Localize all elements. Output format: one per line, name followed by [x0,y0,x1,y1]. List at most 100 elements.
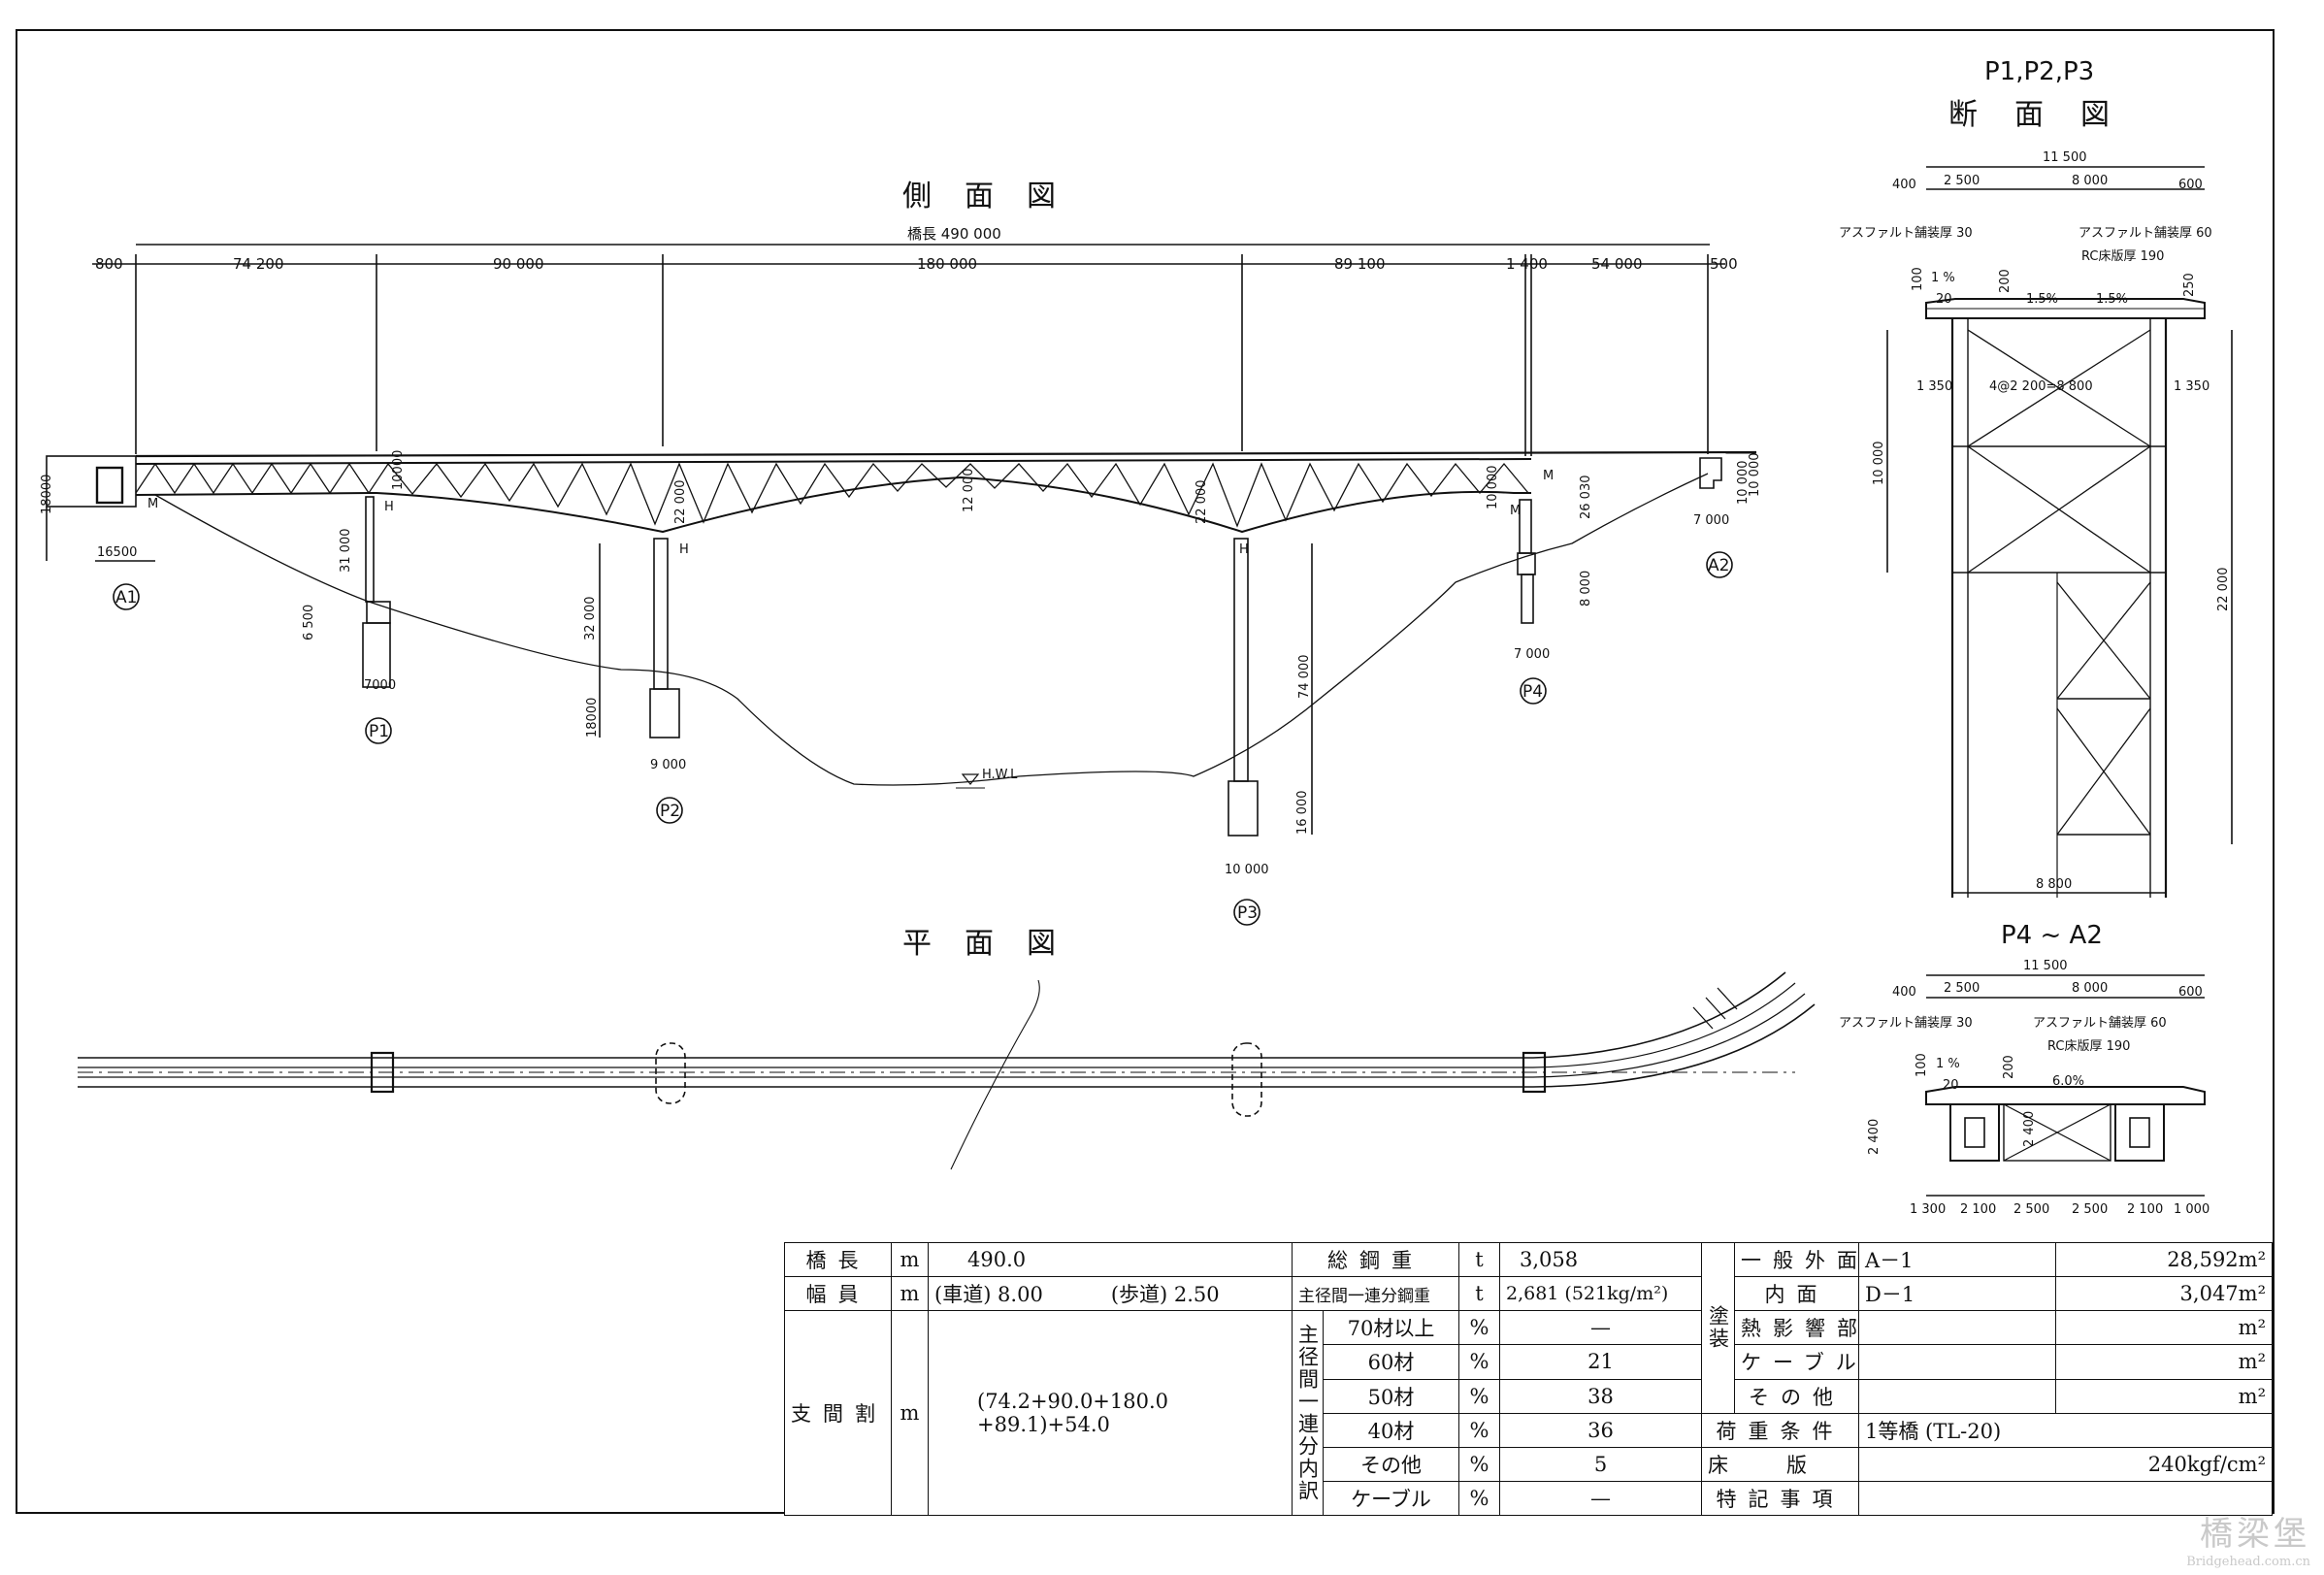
section-p1-top: 11 500 [2043,150,2087,165]
spec-table: 橋長 m 490.0 総鋼重 t 3,058 塗装 一般外面 A－1 28,59… [784,1241,2273,1517]
paint-label-row: 熱影響部 [1734,1310,1859,1346]
depth-label: 10 000 [1486,466,1500,510]
breakdown-value: 5 [1499,1446,1702,1482]
bearing-mark: M [1510,504,1521,518]
deck-label: 床版 [1701,1446,1859,1482]
section-p1-width: 2 500 [1944,174,1980,188]
small-dim-p4: 200 [2002,1055,2016,1079]
span-line-1: (74.2+90.0+180.0 [977,1390,1169,1414]
breakdown-unit: % [1458,1480,1500,1517]
bearing-mark: H [1239,542,1249,557]
load-value: 1等橋 (TL-20) [1858,1412,2273,1448]
section-total-height: 22 000 [2216,568,2231,612]
hwl-label: H.W.L [982,768,1018,782]
asphalt-left: アスファルト舗装厚 30 [1839,226,1973,241]
plan-pier-p4 [1522,1051,1547,1094]
breakdown-item: 50材 [1323,1378,1459,1414]
p4-base: 7 000 [1514,647,1550,662]
a2-height: 10 000 [1748,453,1762,498]
bridge-length-label: 橋長 [784,1241,892,1278]
breakdown-item: 60材 [1323,1344,1459,1380]
side-view: 側面図 橋長 490 000 800 74 200 90 000 180 000… [40,180,1762,926]
section-bottom: 8 800 [2036,877,2072,892]
span-dim: 500 [1710,255,1738,273]
section-p1-width: 8 000 [2072,174,2108,188]
plan-view: 平面図 [78,927,1816,1170]
total-length-label: 橋長 490 000 [907,225,1001,243]
paint-value: m² [2055,1310,2273,1346]
paint-code: A－1 [1858,1241,2056,1278]
span-dim: 180 000 [917,255,977,273]
breakdown-value: 21 [1499,1344,1702,1380]
breakdown-unit: % [1458,1378,1500,1414]
bearing-mark: H [679,542,689,557]
main-steel-value: 2,681 (521kg/m²) [1499,1276,1702,1312]
width-value: (車道) 8.00(歩道) 2.50 [928,1276,1293,1312]
notes-value [1858,1480,2273,1517]
bridge-length-value: 490.0 [928,1241,1293,1278]
watermark: 橋梁堡 Bridgehead.com.cn [2186,1507,2310,1569]
span-dim: 89 100 [1334,255,1386,273]
p1-base: 7000 [364,678,396,693]
abutment-a2 [1699,457,1722,489]
section-side: 4@2 200=8 800 [1989,379,2093,394]
span-line-2: +89.1)+54.0 [977,1413,1110,1437]
section-p4-bottom: 1 300 [1910,1202,1946,1217]
section-p1-width: 600 [2178,178,2203,192]
paint-code: D－1 [1858,1276,2056,1312]
paint-value: m² [2055,1344,2273,1380]
support-p4: P4 [1522,682,1543,702]
depth-label: 12 000 [962,469,976,513]
notes-label: 特記事項 [1701,1480,1859,1517]
section-p4-bottom: 2 100 [2127,1202,2163,1217]
span-dim: 800 [95,255,123,273]
side-view-title: 側面図 [902,180,1089,213]
section-p1-width: 400 [1892,178,1916,192]
plan-pier-p3 [1231,1042,1262,1117]
small-dim-p4: 2 400 [1867,1119,1882,1155]
support-p2: P2 [660,802,680,821]
small-dim-p4: 2 400 [2022,1111,2037,1147]
section-side: 1 350 [2174,379,2209,394]
section-p4-width: 8 000 [2072,981,2108,996]
small-dim-p4: 100 [1915,1053,1929,1077]
p2-base: 9 000 [650,758,686,772]
span-value: (74.2+90.0+180.0 +89.1)+54.0 [928,1310,1293,1516]
section-p1-p2-p3: P1,P2,P3 断面図 11 500 400 2 500 8 000 600 … [1839,57,2233,898]
a1-width: 16500 [97,545,137,560]
span-label: 支間割 [784,1310,892,1516]
slope-p4: 6.0% [2052,1074,2084,1089]
breakdown-unit: % [1458,1446,1500,1482]
paint-label: 塗装 [1701,1242,1735,1414]
small-dim: 200 [1998,269,2013,293]
breakdown-item: ケーブル [1323,1480,1459,1517]
paint-label-row: 内面 [1734,1276,1859,1312]
pier-p1 [365,496,375,603]
deck-value: 240kgf/cm² [1858,1446,2273,1482]
asphalt-right: アスファルト舗装厚 60 [2079,226,2212,241]
paint-label-row: その他 [1734,1378,1859,1414]
a2-base: 7 000 [1693,513,1729,528]
small-dim: 20 [1936,292,1952,307]
section-p4-width: 600 [2178,985,2203,1000]
a1-height: 18000 [40,475,54,514]
section-side: 1 350 [1916,379,1952,394]
section-p4-top: 11 500 [2023,959,2068,973]
abutment-a1 [46,455,137,508]
paint-code [1858,1378,2056,1414]
span-dim: 90 000 [493,255,544,273]
breakdown-value: 38 [1499,1378,1702,1414]
section-p4-title: P4 ~ A2 [2001,921,2103,950]
width-unit: m [891,1276,929,1312]
support-a1: A1 [115,588,137,607]
paint-code [1858,1344,2056,1380]
span-unit: m [891,1310,929,1516]
section-p4-bottom: 2 500 [2013,1202,2049,1217]
depth-label: 22 000 [673,480,688,525]
plan-pier-p2 [655,1042,686,1104]
section-p4-bottom: 2 500 [2072,1202,2108,1217]
section-p1-title: 断面図 [1948,98,2146,132]
small-dim: 100 [1911,267,1925,291]
breakdown-item: 40材 [1323,1412,1459,1448]
